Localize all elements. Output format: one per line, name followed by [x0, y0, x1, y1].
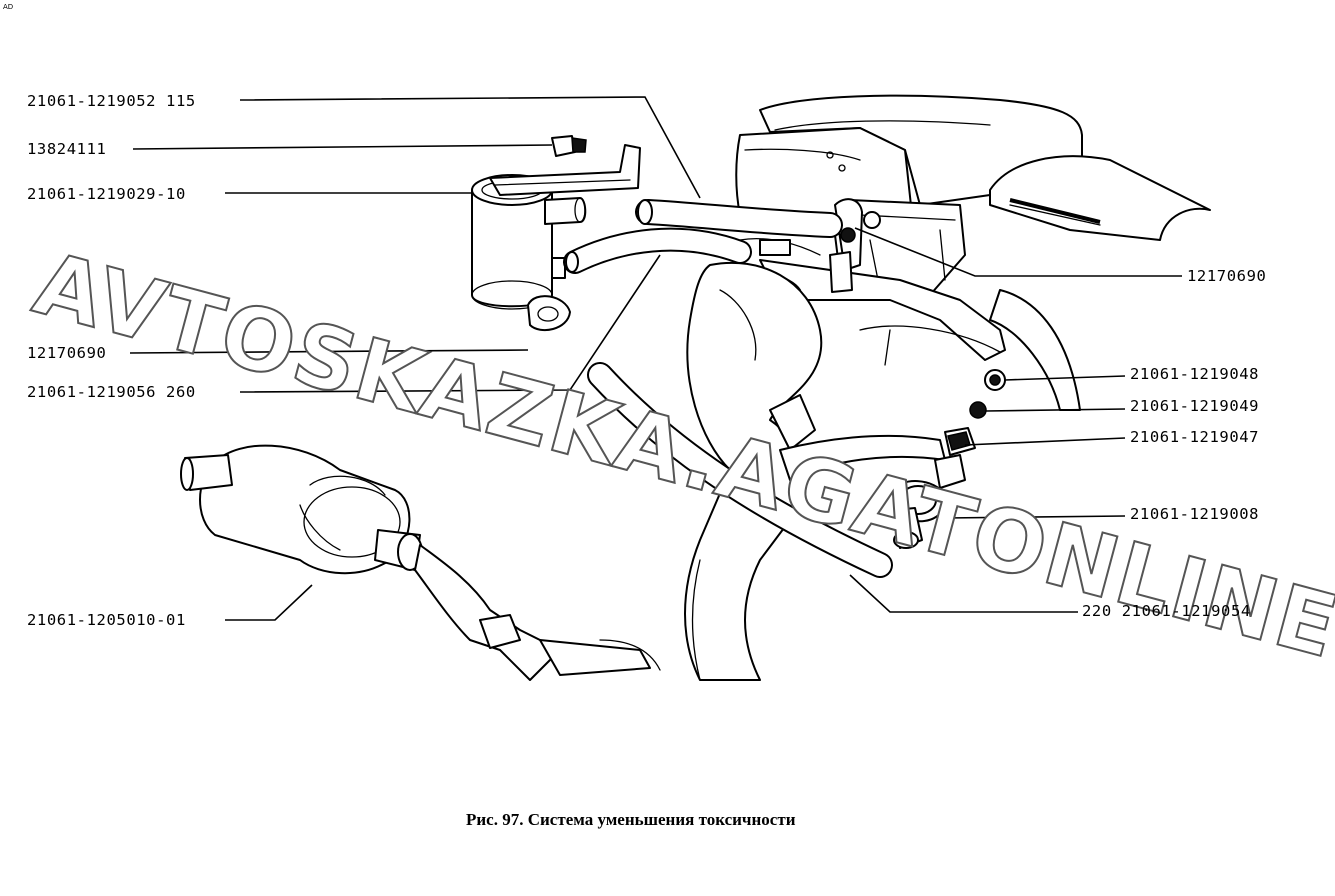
- part-label-bolt: 13824111: [27, 140, 106, 158]
- exhaust-manifold: [684, 261, 946, 681]
- part-label-1219048: 21061-1219048: [1130, 365, 1259, 383]
- part-label-1219047: 21061-1219047: [1130, 428, 1259, 446]
- part-label-clamp-right: 12170690: [1187, 267, 1266, 285]
- engine-intake-assembly: [735, 94, 1211, 411]
- hoses: [563, 199, 1001, 578]
- resonator-muffler: [180, 444, 661, 681]
- part-label-canister: 21061-1219029-10: [27, 185, 186, 203]
- corner-mark: AD: [3, 3, 13, 11]
- fuel-vapor-canister: [471, 135, 641, 332]
- part-label-1219049: 21061-1219049: [1130, 397, 1259, 415]
- part-label-1219008: 21061-1219008: [1130, 505, 1259, 523]
- part-label-clamp-left: 12170690: [27, 344, 106, 362]
- part-label-hose-1219052: 21061-1219052 115: [27, 92, 196, 110]
- part-label-hose-1219056: 21061-1219056 260: [27, 383, 196, 401]
- part-label-resonator: 21061-1205010-01: [27, 611, 186, 629]
- valve-assembly: [891, 369, 1006, 549]
- leader-lines: [129, 96, 1182, 621]
- part-label-hose-1219054: 220 21061-1219054: [1082, 602, 1251, 620]
- figure-caption: Рис. 97. Система уменьшения токсичности: [466, 810, 796, 829]
